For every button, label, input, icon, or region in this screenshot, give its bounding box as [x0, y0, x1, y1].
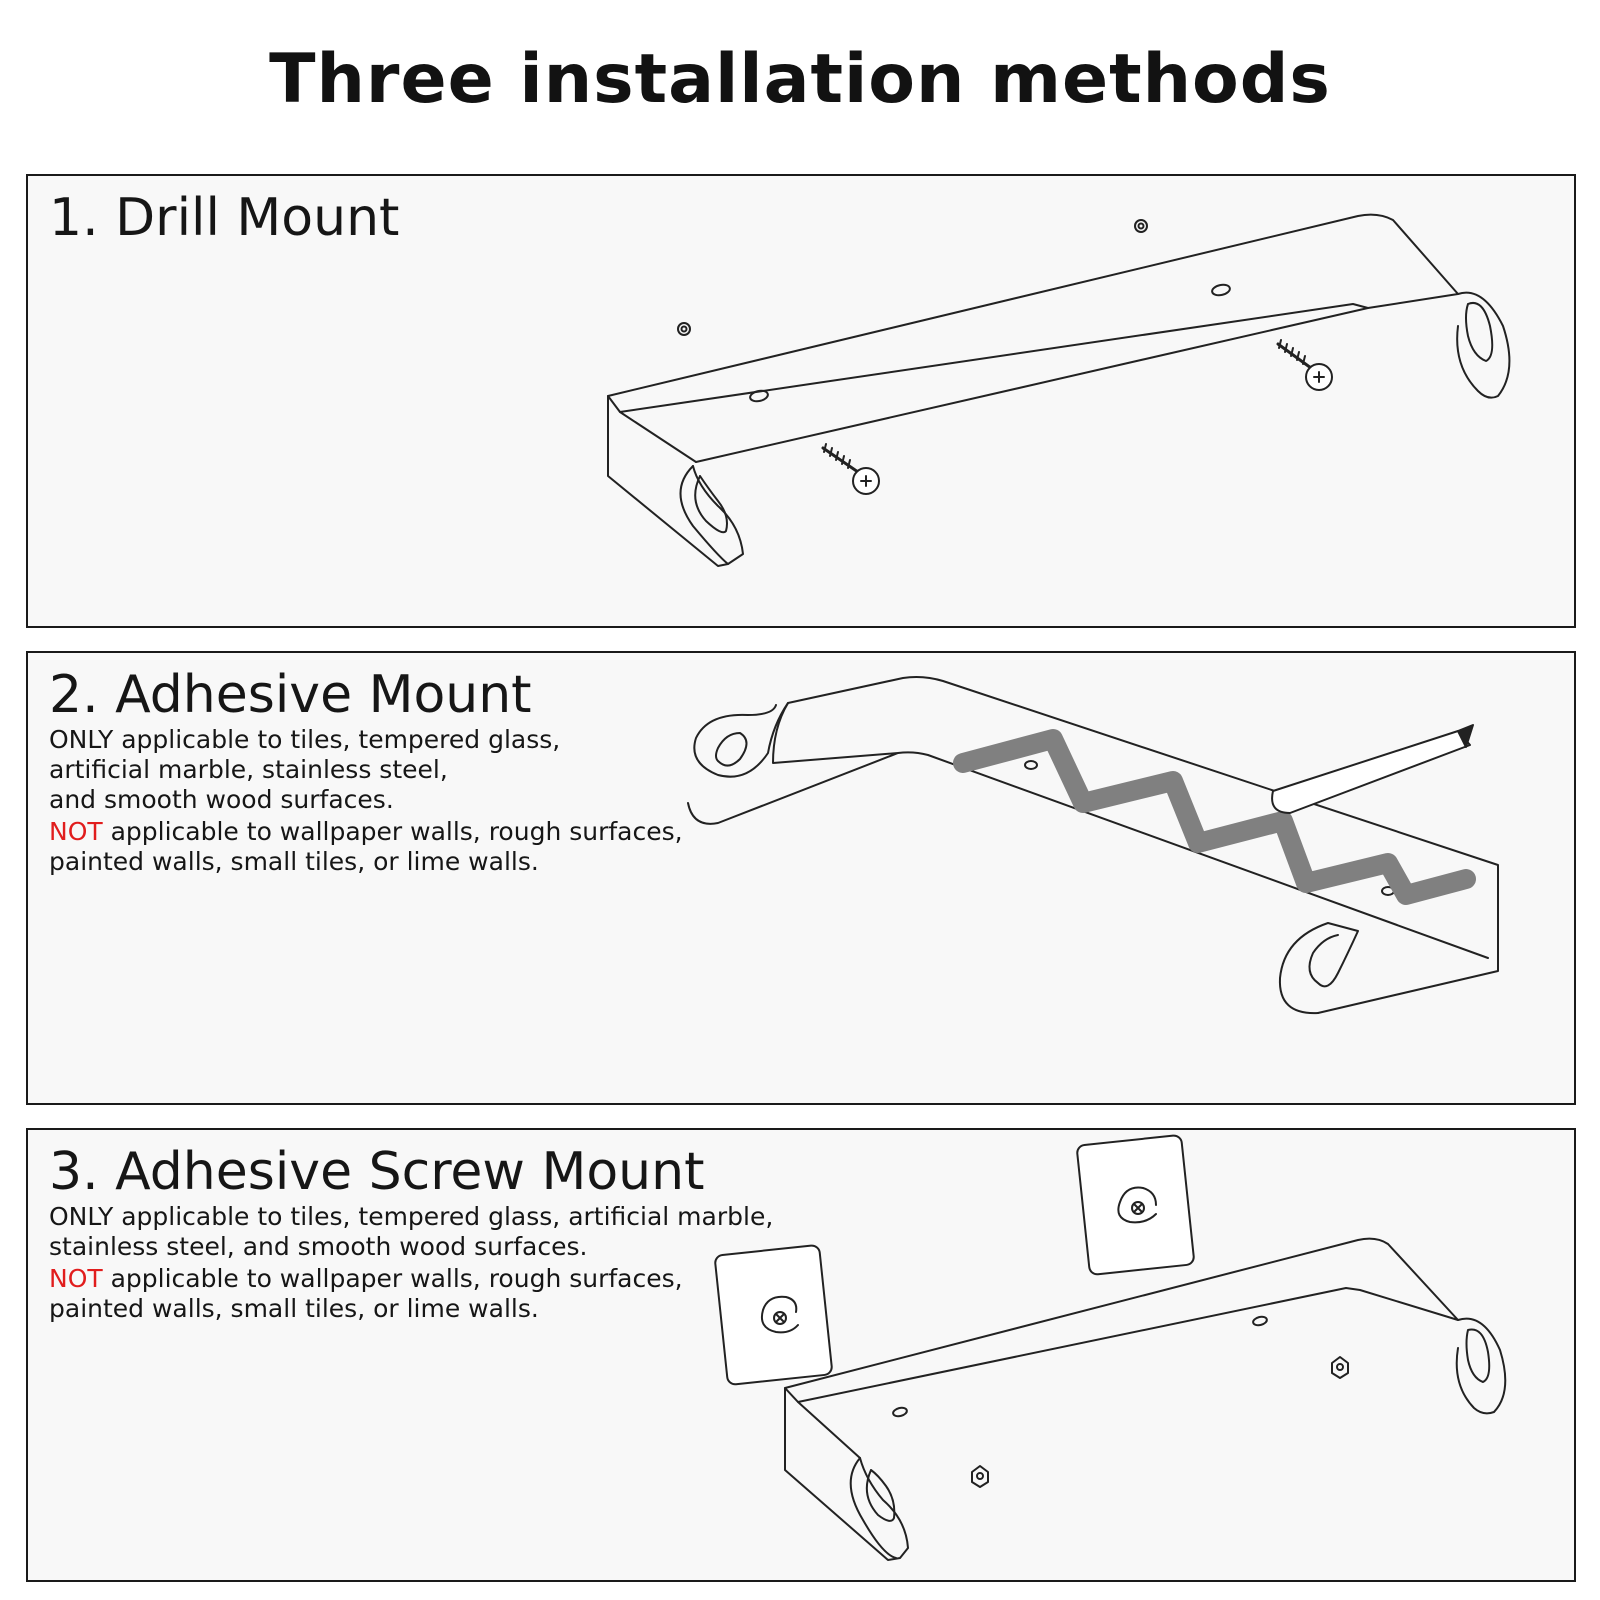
slot-hole-icon: [1252, 1315, 1268, 1326]
page-title: Three installation methods: [269, 40, 1331, 119]
bracket-plate: [608, 215, 1458, 412]
adhesive-mount-heading: 2. Adhesive Mount: [49, 665, 532, 725]
nut-icon: [972, 1466, 988, 1487]
only-line: ONLY applicable to tiles, tempered glass…: [49, 725, 561, 754]
adhesive-mount-panel: 2. Adhesive Mount ONLY applicable to til…: [26, 651, 1576, 1105]
bracket-plate: [773, 677, 1498, 1013]
not-label: NOT: [49, 817, 103, 846]
nut-icon: [1332, 1357, 1348, 1378]
adhesive-mount-illustration: [28, 653, 1578, 1107]
wall-anchor-icon: [1135, 220, 1147, 232]
left-hook-icon: [694, 703, 788, 777]
drill-mount-illustration: [28, 176, 1578, 630]
not-line: painted walls, small tiles, or lime wall…: [49, 1294, 539, 1323]
right-hook-icon: [1457, 293, 1509, 398]
not-line: applicable to wallpaper walls, rough sur…: [102, 1264, 683, 1293]
only-line: ONLY applicable to tiles, tempered glass…: [49, 1202, 774, 1231]
adhesive-pad-icon: [714, 1245, 832, 1385]
only-line: stainless steel, and smooth wood surface…: [49, 1232, 588, 1261]
only-applicable-text: ONLY applicable to tiles, tempered glass…: [49, 725, 560, 815]
not-applicable-text: NOT applicable to wallpaper walls, rough…: [49, 817, 683, 877]
slot-hole-icon: [892, 1406, 908, 1417]
not-applicable-text: NOT applicable to wallpaper walls, rough…: [49, 1264, 683, 1324]
screw-icon: [1278, 340, 1332, 390]
not-label: NOT: [49, 1264, 103, 1293]
not-line: painted walls, small tiles, or lime wall…: [49, 847, 539, 876]
left-hook-icon: [681, 466, 729, 564]
right-hook-icon: [1457, 1319, 1506, 1414]
bracket-plate-edge: [785, 1388, 908, 1560]
bracket-plate-edge: [608, 396, 743, 566]
only-line: and smooth wood surfaces.: [49, 785, 394, 814]
adhesive-screw-mount-illustration: [28, 1130, 1578, 1584]
adhesive-pad-icon: [1076, 1135, 1194, 1275]
only-applicable-text: ONLY applicable to tiles, tempered glass…: [49, 1202, 773, 1262]
wall-anchor-icon: [678, 323, 690, 335]
release-liner-icon: [1272, 725, 1473, 813]
slot-hole-icon: [1211, 283, 1231, 297]
slot-hole-icon: [1025, 761, 1037, 769]
screw-icon: [823, 444, 879, 494]
left-hook-icon: [851, 1458, 896, 1558]
bracket-plate: [785, 1239, 1458, 1402]
drill-mount-heading: 1. Drill Mount: [49, 188, 400, 248]
drill-mount-panel: 1. Drill Mount: [26, 174, 1576, 628]
adhesive-tape: [963, 739, 1466, 895]
only-line: artificial marble, stainless steel,: [49, 755, 448, 784]
right-hook-icon: [1280, 923, 1358, 1013]
adhesive-screw-mount-panel: 3. Adhesive Screw Mount ONLY applicable …: [26, 1128, 1576, 1582]
slot-hole-icon: [749, 389, 769, 403]
not-line: applicable to wallpaper walls, rough sur…: [102, 817, 683, 846]
adhesive-screw-mount-heading: 3. Adhesive Screw Mount: [49, 1142, 705, 1202]
